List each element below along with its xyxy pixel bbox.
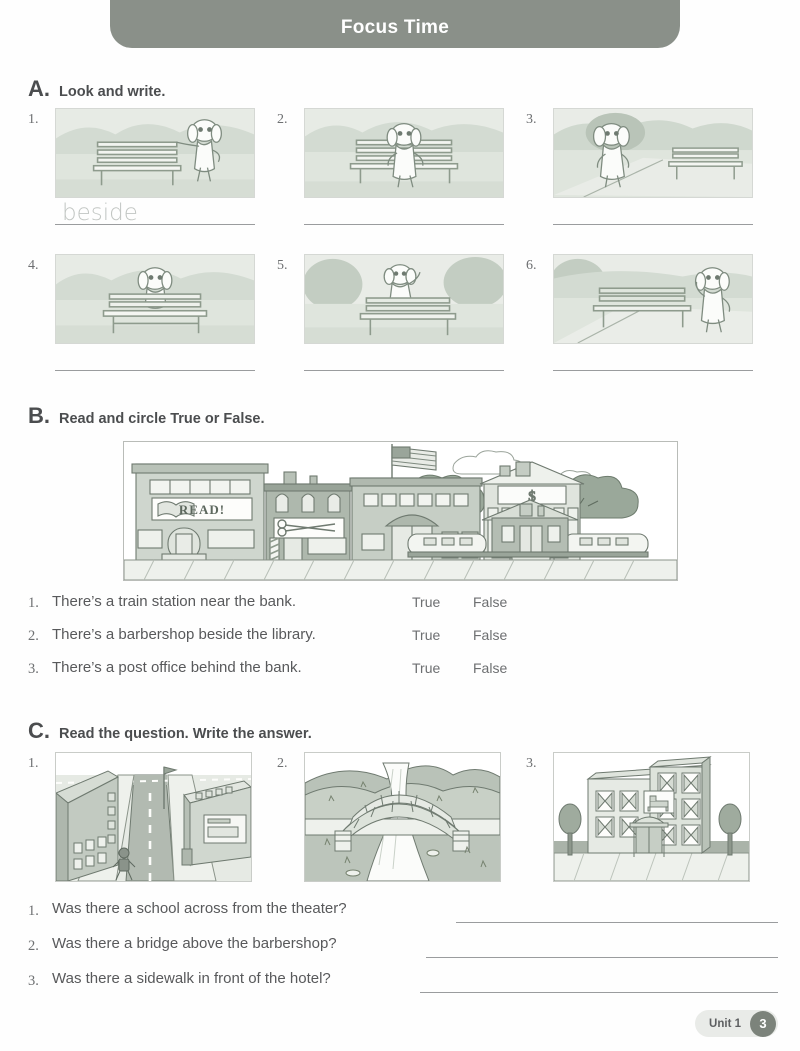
question-row: 3. Was there a sidewalk in front of the … bbox=[28, 970, 778, 1005]
section-b-statements: 1. There’s a train station near the bank… bbox=[28, 593, 768, 692]
section-c-questions: 1. Was there a school across from the th… bbox=[28, 900, 778, 1005]
item-number: 2. bbox=[28, 628, 39, 644]
item-number: 3. bbox=[28, 973, 39, 989]
page-header-banner: Focus Time bbox=[110, 0, 680, 48]
answer-line[interactable] bbox=[456, 922, 778, 923]
picture-dog-above-bench bbox=[304, 254, 504, 344]
false-option[interactable]: False bbox=[473, 627, 508, 643]
true-false-row: 2. There’s a barbershop beside the libra… bbox=[28, 626, 768, 659]
town-street-illustration: READ! bbox=[123, 441, 678, 581]
page-title: Focus Time bbox=[340, 17, 450, 38]
question-row: 1. Was there a school across from the th… bbox=[28, 900, 778, 935]
question-row: 2. Was there a bridge above the barbersh… bbox=[28, 935, 778, 970]
item-number: 3. bbox=[526, 112, 537, 127]
item-number: 2. bbox=[28, 938, 39, 954]
false-option[interactable]: False bbox=[473, 594, 508, 610]
item-number: 1. bbox=[28, 903, 39, 919]
item-number: 4. bbox=[28, 258, 39, 273]
item-number: 6. bbox=[526, 258, 537, 273]
item-number: 1. bbox=[28, 756, 39, 771]
answer-line bbox=[55, 370, 255, 371]
picture-dog-beside-bench-on-path bbox=[553, 254, 753, 344]
true-option[interactable]: True bbox=[412, 627, 441, 643]
section-a-row: 4. bbox=[0, 254, 800, 388]
page-number-badge: 3 bbox=[750, 1010, 776, 1037]
svg-text:$: $ bbox=[528, 489, 536, 505]
section-c-heading: C. Read the question. Write the answer. bbox=[28, 718, 312, 744]
section-a-title: Look and write. bbox=[59, 84, 166, 100]
true-false-row: 3. There’s a post office behind the bank… bbox=[28, 659, 768, 692]
answer-line bbox=[553, 224, 753, 225]
answer-text[interactable]: beside bbox=[62, 200, 138, 226]
section-a-letter: A. bbox=[28, 76, 50, 101]
section-b-letter: B. bbox=[28, 403, 50, 428]
section-a-heading: A. Look and write. bbox=[28, 76, 165, 102]
true-false-row: 1. There’s a train station near the bank… bbox=[28, 593, 768, 626]
item-number: 2. bbox=[277, 756, 288, 771]
page-footer: Unit 1 3 bbox=[695, 1010, 778, 1037]
question-text: Was there a sidewalk in front of the hot… bbox=[52, 970, 331, 987]
section-a-grid: 1. bbox=[0, 108, 800, 388]
picture-hotel-with-sidewalk bbox=[553, 752, 750, 882]
picture-dog-far-from-bench bbox=[553, 108, 753, 198]
answer-line[interactable] bbox=[426, 957, 778, 958]
item-number: 1. bbox=[28, 112, 39, 127]
section-a-row: 1. bbox=[0, 108, 800, 242]
section-c-pictures: 1. bbox=[0, 752, 800, 892]
unit-label: Unit 1 bbox=[709, 1017, 741, 1030]
item-number: 1. bbox=[28, 595, 39, 611]
answer-line[interactable] bbox=[420, 992, 778, 993]
picture-dog-beside-bench bbox=[55, 108, 255, 198]
section-c-title: Read the question. Write the answer. bbox=[59, 726, 312, 742]
answer-line bbox=[553, 370, 753, 371]
section-b-title: Read and circle True or False. bbox=[59, 411, 265, 427]
answer-line bbox=[55, 224, 255, 225]
picture-bridge-over-river bbox=[304, 752, 501, 882]
answer-line bbox=[304, 224, 504, 225]
section-b-heading: B. Read and circle True or False. bbox=[28, 403, 265, 429]
section-c-letter: C. bbox=[28, 718, 50, 743]
false-option[interactable]: False bbox=[473, 660, 508, 676]
true-option[interactable]: True bbox=[412, 660, 441, 676]
question-text: Was there a school across from the theat… bbox=[52, 900, 347, 917]
true-option[interactable]: True bbox=[412, 594, 441, 610]
question-text: Was there a bridge above the barbershop? bbox=[52, 935, 337, 952]
picture-dog-in-front-of-bench bbox=[304, 108, 504, 198]
item-number: 2. bbox=[277, 112, 288, 127]
answer-line bbox=[304, 370, 504, 371]
item-number: 3. bbox=[526, 756, 537, 771]
item-number: 3. bbox=[28, 661, 39, 677]
statement-text: There’s a post office behind the bank. bbox=[52, 659, 302, 676]
statement-text: There’s a train station near the bank. bbox=[52, 593, 297, 610]
item-number: 5. bbox=[277, 258, 288, 273]
picture-street-school-theater bbox=[55, 752, 252, 882]
svg-text:READ!: READ! bbox=[179, 502, 225, 517]
picture-dog-behind-bench bbox=[55, 254, 255, 344]
statement-text: There’s a barbershop beside the library. bbox=[52, 626, 316, 643]
